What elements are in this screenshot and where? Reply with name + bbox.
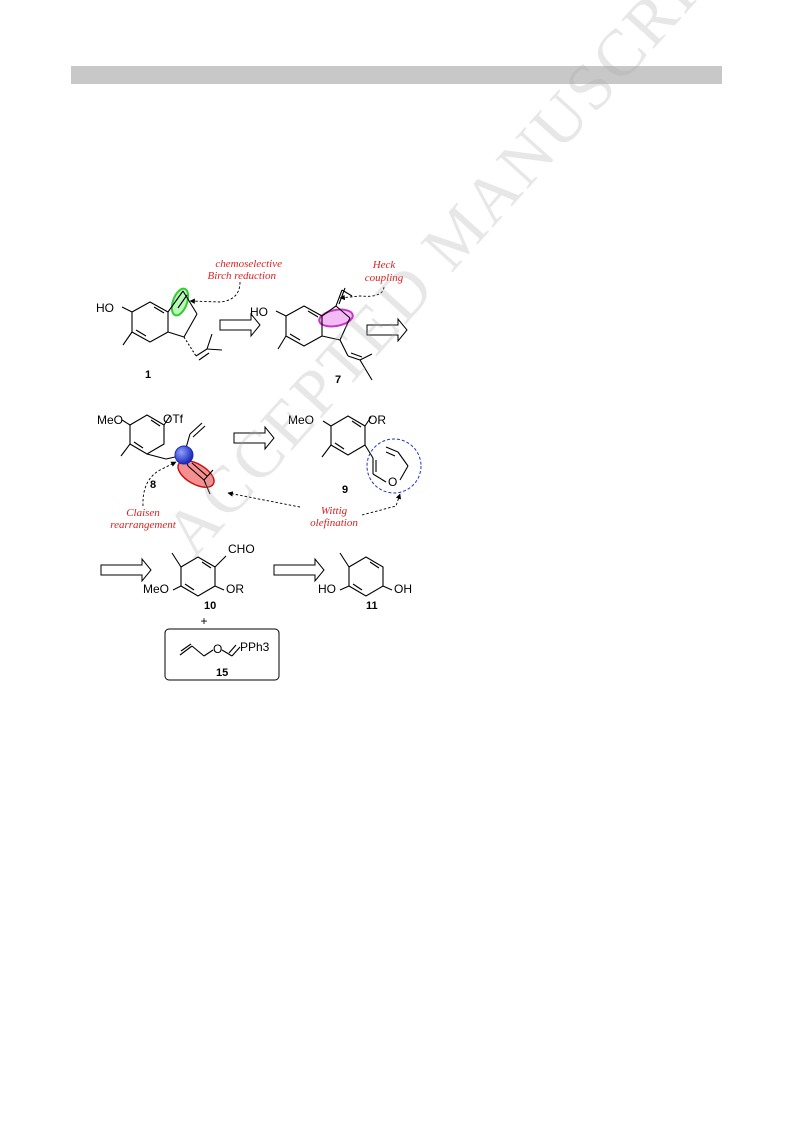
blue-sphere: [174, 445, 194, 465]
hydroxyl-label: HO: [250, 305, 268, 319]
oxygen-label: O: [388, 475, 397, 489]
dashed-arrow: [142, 461, 177, 507]
compound-number: 10: [204, 600, 216, 612]
retro-arrow: [233, 425, 275, 451]
compound-number: 9: [342, 484, 348, 496]
alkoxy-label: OR: [368, 413, 386, 427]
oxygen-label: O: [213, 642, 222, 656]
annotation-heck-line1: Heck: [372, 259, 397, 271]
header-bar: [71, 66, 722, 84]
compound-15: [179, 643, 241, 657]
retro-arrow: [100, 557, 152, 583]
hydroxyl-label: HO: [318, 582, 336, 596]
compound-11: [339, 552, 393, 597]
alkoxy-label: OR: [226, 582, 244, 596]
dashed-arrow: [227, 491, 301, 508]
compound-number: 8: [150, 479, 156, 491]
annotation-birch-line1: chemoselective: [215, 258, 282, 270]
retro-arrow: [273, 557, 325, 583]
compound-number: 1: [145, 369, 151, 381]
annotation-claisen-line2: rearrangement: [110, 519, 177, 531]
annotation-claisen-line1: Claisen: [126, 507, 160, 519]
retro-arrow: [366, 317, 408, 343]
compound-number: 7: [335, 374, 341, 386]
aldehyde-label: CHO: [228, 542, 255, 556]
green-highlight: [170, 287, 190, 317]
dashed-arrow: [339, 286, 385, 301]
annotation-birch-line2: Birch reduction: [207, 270, 276, 282]
magenta-highlight: [318, 308, 354, 328]
retro-arrow: [219, 312, 261, 338]
hydroxyl-label: HO: [96, 301, 114, 315]
hydroxyl-label: OH: [394, 582, 412, 596]
compound-1: [121, 287, 223, 361]
compound-7: [275, 287, 373, 381]
triflate-label: OTf: [163, 412, 184, 426]
compound-10: [171, 552, 227, 597]
compound-9: [321, 415, 409, 483]
phosphonium-label: PPh3: [240, 640, 270, 654]
annotation-heck-line2: coupling: [365, 272, 404, 284]
red-highlight: [177, 460, 215, 488]
compound-number: 11: [366, 600, 378, 612]
dashed-arrow: [189, 281, 241, 304]
methoxy-label: MeO: [143, 582, 169, 596]
methoxy-label: MeO: [97, 413, 123, 427]
plus-sign: +: [200, 614, 207, 628]
annotation-wittig-line2: olefination: [310, 517, 358, 529]
annotation-wittig-line1: Wittig: [321, 505, 348, 517]
methoxy-label: MeO: [288, 413, 314, 427]
dashed-circle: [366, 438, 422, 494]
dashed-arrow: [361, 493, 402, 516]
reagent-box: [164, 628, 280, 681]
compound-number: 15: [216, 667, 228, 679]
